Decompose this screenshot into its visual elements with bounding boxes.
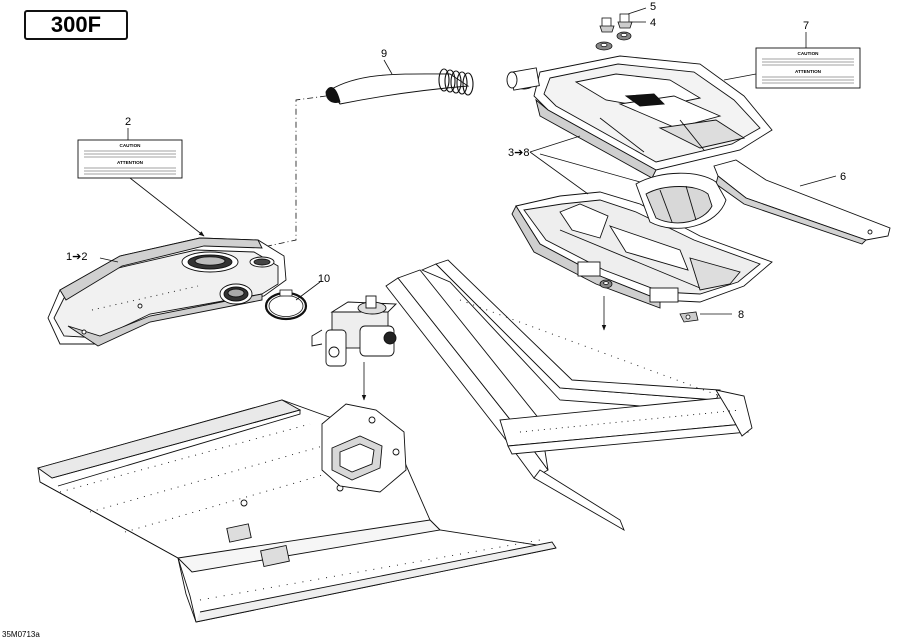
carb-clamp (264, 289, 308, 321)
callout-8: 8 (738, 309, 744, 321)
air-box-cover (506, 55, 773, 179)
callout-10: 10 (318, 273, 330, 285)
decal-left-heading2: ATTENTION (117, 160, 144, 165)
air-box-inner-duct (635, 172, 727, 229)
tunnel-frame-tube (385, 259, 753, 532)
decal-right-heading: CAUTION (798, 51, 820, 56)
callout-5: 5 (650, 1, 656, 13)
caution-decal-left: CAUTION ATTENTION (77, 139, 183, 179)
cover-screw-and-washer (595, 13, 633, 51)
engine-mount-bracket (321, 403, 407, 493)
callout-6: 6 (840, 171, 846, 183)
callout-4: 4 (650, 17, 656, 29)
chassis-floor-pan (36, 399, 557, 623)
callout-3-to-8: 3➔8 (508, 147, 529, 159)
callout-2: 2 (125, 116, 131, 128)
air-box-base (511, 191, 773, 309)
carburetor (311, 295, 398, 367)
caution-decal-right: CAUTION ATTENTION (755, 47, 861, 89)
leader-lines (99, 7, 837, 401)
decal-right-heading2: ATTENTION (795, 69, 822, 74)
air-filter-seal (713, 159, 891, 245)
callout-9: 9 (381, 48, 387, 60)
callout-1-to-2: 1➔2 (66, 251, 87, 263)
air-silencer-left (47, 237, 287, 347)
assembly-line-hose-silencer (267, 95, 327, 247)
drawing-code: 35M0713a (2, 630, 40, 639)
intake-hose (325, 68, 474, 105)
callout-7: 7 (803, 20, 809, 32)
decal-left-heading: CAUTION (120, 143, 142, 148)
model-badge: 300F (24, 10, 128, 40)
air-box-fastener (679, 311, 699, 323)
grommet (599, 279, 613, 289)
